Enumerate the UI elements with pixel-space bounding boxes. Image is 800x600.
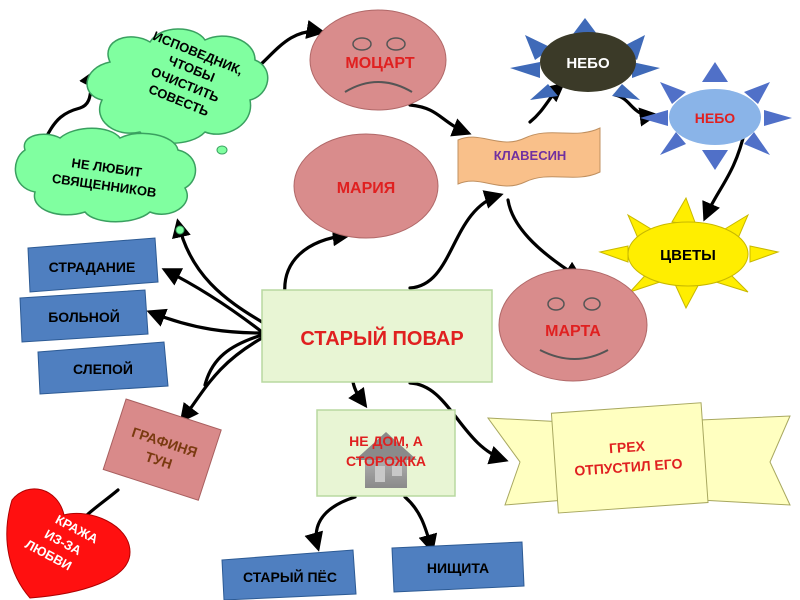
- maria-face: МАРИЯ: [293, 133, 439, 239]
- poverty-label: НИЩИТА: [427, 560, 489, 576]
- blind-box: СЛЕПОЙ: [37, 341, 169, 395]
- arrow-harpsichord-marta: [506, 198, 584, 281]
- lodge-line-2: СТОРОЖКА: [346, 453, 426, 469]
- marta-label: МАРТА: [545, 323, 601, 340]
- maria-label: МАРИЯ: [337, 180, 396, 197]
- mozart-mouth: [344, 81, 413, 93]
- house-icon: [355, 432, 417, 488]
- arrow-lodge-dog: [304, 495, 357, 552]
- flowers-label: ЦВЕТЫ: [660, 247, 716, 264]
- marta-eye-left: [547, 297, 565, 311]
- arrow-mozart-harpsichord: [408, 103, 472, 137]
- arrow-to-sick: [146, 308, 264, 335]
- sky-dark-label: НЕБО: [566, 55, 610, 72]
- dislikes-priests-cloud: НЕ ЛЮБИТ СВЯЩЕННИКОВ: [14, 127, 197, 235]
- forgave-banner: ГРЕХ ОТПУСТИЛ ЕГО: [486, 402, 791, 514]
- sky-blue-label: НЕБО: [695, 110, 736, 126]
- old-dog-label: СТАРЫЙ ПЁС: [243, 568, 337, 585]
- arrow-harpsichord-sky-dark: [528, 82, 565, 124]
- lodge-box: НЕ ДОМ, А СТОРОЖКА: [316, 409, 456, 497]
- mozart-eye-left: [352, 37, 372, 51]
- sick-box: БОЛЬНОЙ: [19, 289, 149, 343]
- central-box: СТАРЫЙ ПОВАР: [261, 289, 493, 383]
- arrow-to-maria: [283, 227, 352, 297]
- flowers-sun: ЦВЕТЫ: [598, 196, 780, 310]
- old-dog-box: СТАРЫЙ ПЁС: [221, 549, 357, 600]
- poverty-box: НИЩИТА: [391, 541, 525, 593]
- theft-heart: КРАЖА ИЗ-ЗА ЛЮБВИ: [6, 488, 131, 599]
- marta-mouth: [539, 349, 609, 360]
- sky-blue-sun: НЕБО: [640, 62, 792, 170]
- suffering-box: СТРАДАНИЕ: [27, 237, 159, 293]
- sick-label: БОЛЬНОЙ: [48, 308, 120, 325]
- arrow-to-countess: [179, 336, 264, 424]
- sky-dark-sun: НЕБО: [510, 18, 660, 100]
- mozart-face: МОЦАРТ: [309, 9, 447, 111]
- arrow-lodge-poverty: [403, 495, 438, 554]
- confessor-cloud: ИСПОВЕДНИК, ЧТОБЫ ОЧИСТИТЬ СОВЕСТЬ: [86, 28, 269, 155]
- mozart-eye-right: [386, 37, 406, 51]
- mozart-label: МОЦАРТ: [345, 55, 414, 72]
- blind-label: СЛЕПОЙ: [73, 360, 133, 377]
- arrow-to-harpsichord: [408, 190, 504, 290]
- forgave-line-1: ГРЕХ: [608, 438, 646, 457]
- forgave-line-2: ОТПУСТИЛ ЕГО: [574, 455, 683, 479]
- marta-face: МАРТА: [498, 268, 648, 382]
- harpsichord-label: КЛАВЕСИН: [494, 148, 567, 163]
- suffering-label: СТРАДАНИЕ: [49, 259, 136, 275]
- marta-eye-right: [583, 297, 601, 311]
- arrow-to-lodge: [348, 380, 368, 409]
- arrow-to-dislikes: [172, 218, 264, 324]
- central-label: СТАРЫЙ ПОВАР: [300, 326, 463, 350]
- lodge-line-1: НЕ ДОМ, А: [349, 433, 423, 449]
- arrow-sky-blue-flowers: [702, 128, 747, 222]
- arrow-to-suffering: [161, 268, 264, 334]
- countess-box: ГРАФИНЯ ТУН: [102, 398, 222, 501]
- arrow-to-blind: [203, 333, 264, 387]
- harpsichord-banner: КЛАВЕСИН: [457, 127, 601, 187]
